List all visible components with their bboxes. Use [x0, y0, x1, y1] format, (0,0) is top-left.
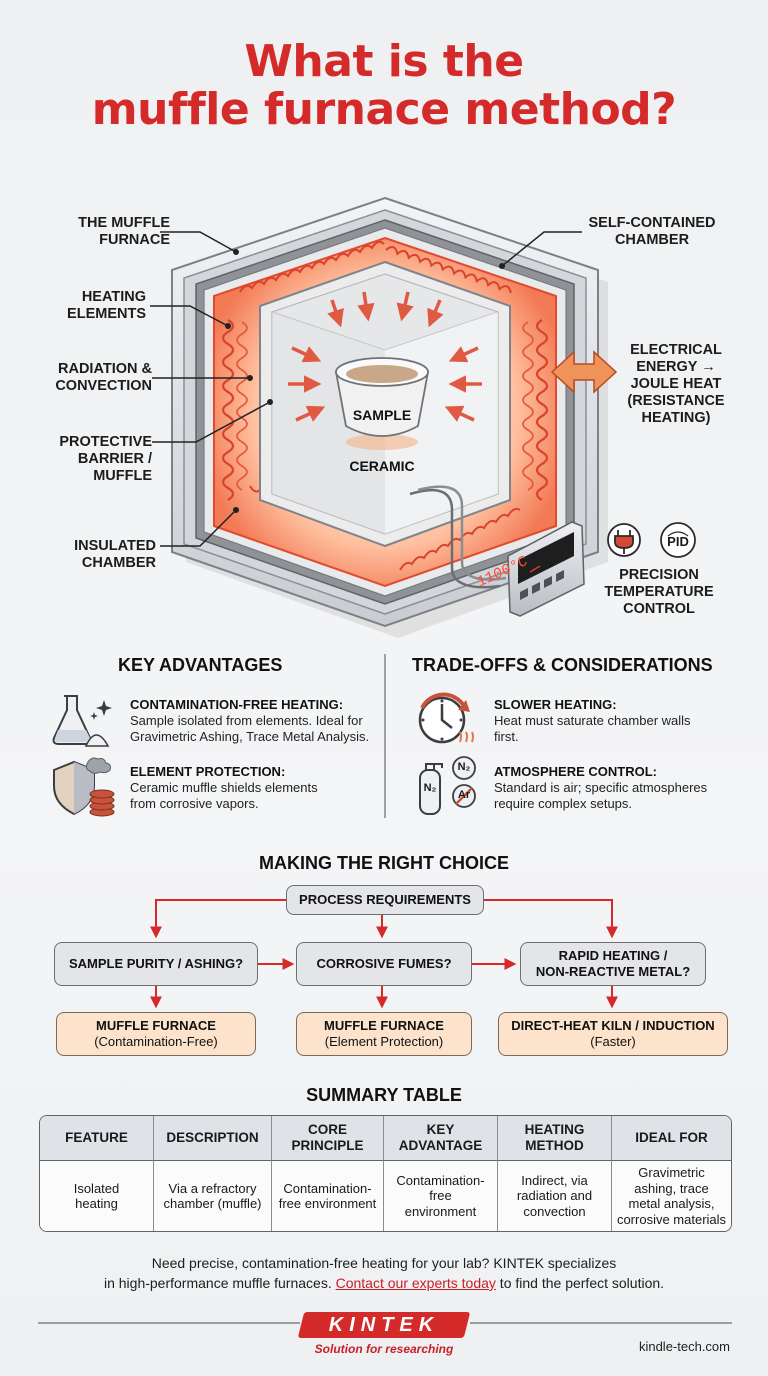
process-requirements-box: PROCESS REQUIREMENTS — [286, 885, 484, 915]
column-header: KEY ADVANTAGE — [384, 1116, 498, 1161]
column-header: FEATURE — [40, 1116, 154, 1161]
tradeoff-1-title: SLOWER HEATING: — [494, 697, 617, 712]
pid-icon — [660, 522, 696, 558]
footer-line-2: in high-performance muffle furnaces. Con… — [103, 1275, 665, 1291]
title-line-2: muffle furnace method? — [91, 84, 677, 135]
result-muffle-protection: MUFFLE FURNACE(Element Protection) — [296, 1012, 472, 1056]
tradeoffs-heading: TRADE-OFFS & CONSIDERATIONS — [412, 655, 713, 675]
brand-logo-text: KINTEK — [328, 1314, 440, 1336]
temperature-controller — [507, 521, 585, 617]
result-direct-heat-kiln: DIRECT-HEAT KILN / INDUCTION(Faster) — [498, 1012, 728, 1056]
table-cell: Isolated heating — [40, 1161, 154, 1231]
heat-arrows — [288, 291, 482, 422]
advantage-1-text: Sample isolated from elements. Ideal for… — [130, 713, 370, 744]
advantage-2-title: ELEMENT PROTECTION: — [130, 764, 286, 779]
advantage-1-title: CONTAMINATION-FREE HEATING: — [130, 697, 344, 712]
table-cell: Gravimetric ashing, trace metal analysis… — [612, 1161, 731, 1231]
footer-divider-right — [470, 1322, 732, 1324]
table-cell: Contamination- free environment — [384, 1161, 498, 1231]
plug-icon — [607, 523, 641, 557]
table-row: Isolated heating Via a refractory chambe… — [40, 1161, 731, 1231]
brand-tagline: Solution for researching — [314, 1342, 454, 1356]
table-cell: Via a refractory chamber (muffle) — [154, 1161, 272, 1231]
column-header: HEATING METHOD — [498, 1116, 612, 1161]
heating-coil-right — [535, 319, 549, 501]
label-radiation-convection: RADIATION &CONVECTION — [55, 361, 152, 394]
gas-cylinder-icon — [419, 756, 476, 815]
column-header: IDEAL FOR — [612, 1116, 731, 1161]
energy-double-arrow — [550, 350, 618, 394]
heating-coil-left — [221, 319, 235, 501]
question-rapid-heating: RAPID HEATING / NON-REACTIVE METAL? — [520, 942, 706, 986]
table-cell: Contamination- free environment — [272, 1161, 384, 1231]
heating-coil-top — [239, 240, 385, 293]
furnace-diagram: 1100°C PID SAMPLE CERAMIC — [150, 196, 696, 638]
brand-logo[interactable]: KINTEK — [297, 1312, 471, 1338]
summary-table: FEATURE DESCRIPTION CORE PRINCIPLE KEY A… — [39, 1115, 732, 1232]
pid-text: PID — [667, 534, 689, 549]
choice-heading: MAKING THE RIGHT CHOICE — [259, 853, 509, 873]
flask-icon — [52, 695, 112, 747]
summary-heading: SUMMARY TABLE — [306, 1085, 462, 1105]
column-header: CORE PRINCIPLE — [272, 1116, 384, 1161]
clock-icon — [418, 692, 474, 744]
ceramic-label: CERAMIC — [349, 458, 414, 474]
gas-label-n2: N₂ — [457, 761, 471, 773]
ceramic-crucible — [334, 371, 430, 437]
question-corrosive-fumes: CORROSIVE FUMES? — [296, 942, 472, 986]
result-muffle-contamination: MUFFLE FURNACE(Contamination-Free) — [56, 1012, 256, 1056]
question-sample-purity: SAMPLE PURITY / ASHING? — [54, 942, 258, 986]
gas-label-ar: Ar — [457, 789, 471, 801]
footer-divider-left — [38, 1322, 300, 1324]
page-title: What is the muffle furnace method? — [0, 38, 768, 134]
tradeoff-2-title: ATMOSPHERE CONTROL: — [494, 764, 657, 779]
footer-cta: Need precise, contamination-free heating… — [0, 1253, 768, 1293]
sample-label: SAMPLE — [353, 407, 411, 423]
title-line-1: What is the — [244, 36, 524, 87]
leader-lines — [150, 231, 582, 547]
shield-icon — [53, 757, 115, 817]
advantages-heading: KEY ADVANTAGES — [118, 655, 283, 675]
footer-line-1: Need precise, contamination-free heating… — [151, 1255, 617, 1271]
brand-url[interactable]: kindle-tech.com — [638, 1339, 730, 1354]
gas-label-n2-cylinder: N₂ — [423, 782, 437, 794]
table-cell: Indirect, via radiation and convection — [498, 1161, 612, 1231]
table-header-row: FEATURE DESCRIPTION CORE PRINCIPLE KEY A… — [40, 1116, 731, 1161]
column-header: DESCRIPTION — [154, 1116, 272, 1161]
section-divider — [384, 654, 386, 818]
contact-link[interactable]: Contact our experts today — [335, 1275, 496, 1291]
flowchart-connectors — [150, 899, 618, 1009]
